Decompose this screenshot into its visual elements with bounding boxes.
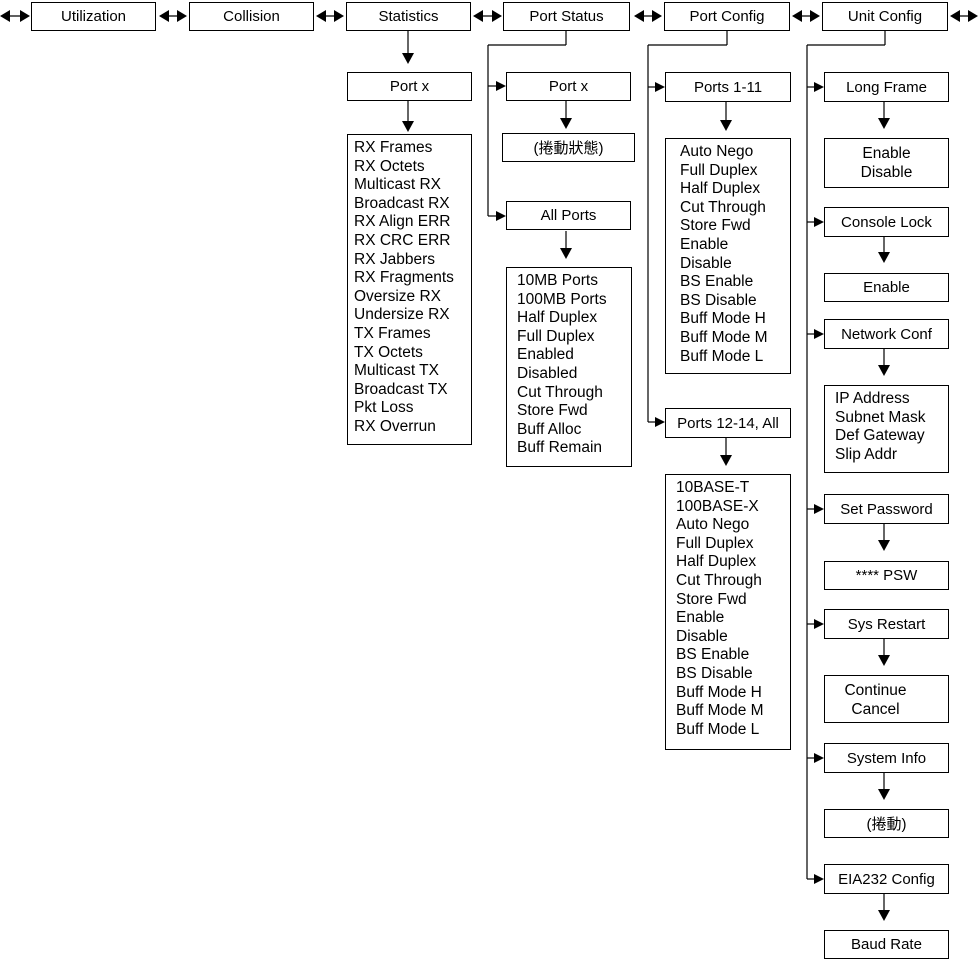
list-item: Disable [680,254,732,272]
list-item: Full Duplex [676,534,754,552]
unit-config-set-password[interactable]: Set Password [824,494,949,524]
port-config-group2-list: 10BASE-T 100BASE-X Auto Nego Full Duplex… [665,474,791,750]
list-item: Multicast RX [354,176,441,194]
unit-config-long-frame[interactable]: Long Frame [824,72,949,102]
port-config-ports-1-11[interactable]: Ports 1-11 [665,72,791,102]
list-item: Buff Mode L [680,347,764,365]
list-item: Store Fwd [676,590,747,608]
list-item: Half Duplex [517,309,598,327]
list-item: Pkt Loss [354,399,414,417]
list-item: Buff Alloc [517,420,582,438]
menu-utilization[interactable]: Utilization [31,2,156,31]
option-def-gateway: Def Gateway [835,427,925,445]
list-item: Cut Through [517,383,603,401]
statistics-port-x[interactable]: Port x [347,72,472,101]
console-lock-option: Enable [824,273,949,302]
list-item: TX Octets [354,343,423,361]
list-item: Buff Mode L [676,720,760,738]
list-item: TX Frames [354,324,431,342]
port-status-detail: (捲動狀態) [502,133,635,162]
option-slip-addr: Slip Addr [835,445,898,463]
password-field: **** PSW [824,561,949,590]
list-item: RX Frames [354,139,433,156]
unit-config-console-lock[interactable]: Console Lock [824,207,949,237]
menu-statistics[interactable]: Statistics [346,2,471,31]
network-conf-options: IP Address Subnet Mask Def Gateway Slip … [824,385,949,473]
option-cancel: Cancel [851,701,900,718]
list-item: Undersize RX [354,306,450,324]
menu-port-config[interactable]: Port Config [664,2,790,31]
list-item: RX Octets [354,157,425,175]
list-item: Buff Mode H [680,310,766,328]
list-item: RX Fragments [354,269,454,287]
list-item: Enable [676,609,725,627]
list-item: BS Disable [680,291,757,309]
option-subnet-mask: Subnet Mask [835,408,926,426]
list-item: Auto Nego [676,516,750,534]
option-disable: Disable [860,164,913,181]
list-item: Disabled [517,364,578,382]
list-item: 10BASE-T [676,479,750,496]
list-item: Enabled [517,346,574,364]
list-item: Full Duplex [680,161,758,179]
list-item: Full Duplex [517,327,595,345]
list-item: RX CRC ERR [354,231,451,249]
unit-config-eia232-config[interactable]: EIA232 Config [824,864,949,894]
unit-config-network-conf[interactable]: Network Conf [824,319,949,349]
option-enable: Enable [862,145,911,162]
sys-restart-options: Continue Cancel [824,675,949,723]
list-item: 10MB Ports [517,272,598,289]
port-status-all-ports[interactable]: All Ports [506,201,631,230]
list-item: RX Overrun [354,417,436,435]
menu-collision[interactable]: Collision [189,2,314,31]
list-item: BS Enable [676,646,750,664]
list-item: Oversize RX [354,287,441,305]
list-item: Buff Remain [517,439,603,457]
unit-config-system-info[interactable]: System Info [824,743,949,773]
port-status-all-ports-list: 10MB Ports 100MB Ports Half Duplex Full … [506,267,632,467]
list-item: Broadcast RX [354,194,450,212]
list-item: Store Fwd [517,402,588,420]
port-config-group1-list: Auto Nego Full Duplex Half Duplex Cut Th… [665,138,791,374]
list-item: BS Disable [676,664,753,682]
option-ip-address: IP Address [835,390,910,407]
option-continue: Continue [844,682,907,699]
list-item: Disable [676,627,728,645]
list-item: Cut Through [676,571,762,589]
system-info-detail: (捲動) [824,809,949,838]
list-item: 100MB Ports [517,290,607,308]
menu-port-status[interactable]: Port Status [503,2,630,31]
statistics-counter-list: RX Frames RX Octets Multicast RX Broadca… [347,134,472,445]
list-item: Buff Mode M [680,328,768,346]
list-item: RX Align ERR [354,213,451,231]
eia232-baud-rate: Baud Rate [824,930,949,959]
port-config-ports-12-14-all[interactable]: Ports 12-14, All [665,408,791,438]
list-item: Half Duplex [680,180,761,198]
list-item: Buff Mode M [676,702,764,720]
long-frame-options: Enable Disable [824,138,949,188]
list-item: 100BASE-X [676,497,759,515]
port-status-port-x[interactable]: Port x [506,72,631,101]
list-item: Half Duplex [676,553,757,571]
list-item: Enable [680,235,729,253]
unit-config-sys-restart[interactable]: Sys Restart [824,609,949,639]
list-item: Buff Mode H [676,683,762,701]
menu-unit-config[interactable]: Unit Config [822,2,948,31]
list-item: Cut Through [680,198,766,216]
list-item: Store Fwd [680,217,751,235]
list-item: Multicast TX [354,362,439,380]
list-item: Broadcast TX [354,380,448,398]
list-item: BS Enable [680,273,754,291]
list-item: RX Jabbers [354,250,435,268]
list-item: Auto Nego [680,143,754,160]
